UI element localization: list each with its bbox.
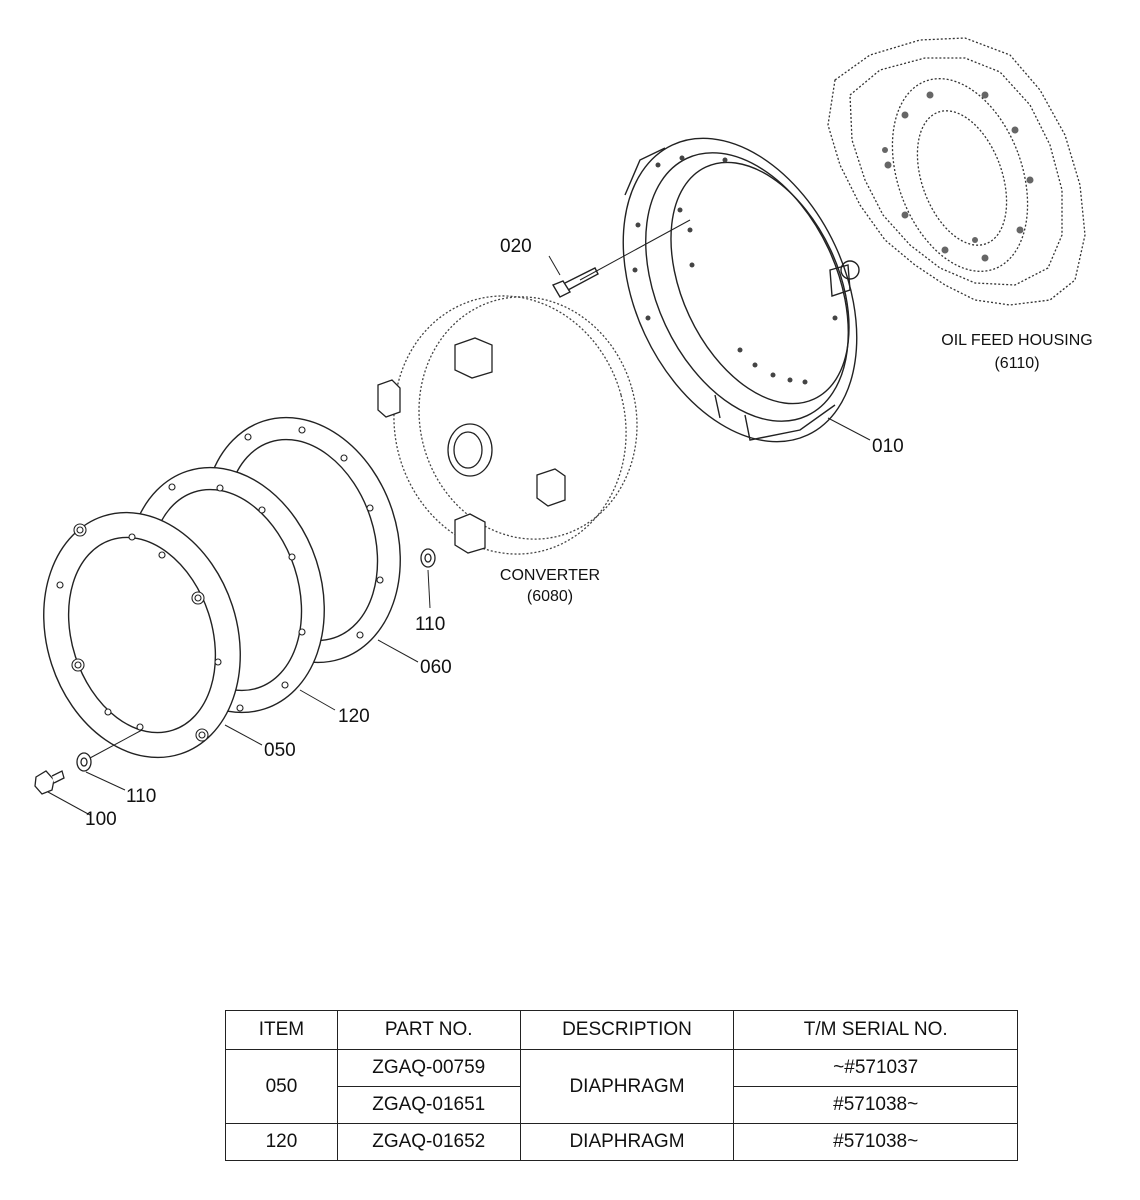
label-120: 120 [338, 706, 370, 727]
table-header-row: ITEM PART NO. DESCRIPTION T/M SERIAL NO. [225, 1010, 1018, 1050]
bolt-020-axis-line [579, 219, 691, 281]
col-serial-no: T/M SERIAL NO. [733, 1010, 1018, 1050]
parts-table: ITEM PART NO. DESCRIPTION T/M SERIAL NO.… [225, 1010, 1018, 1161]
label-100: 100 [85, 809, 117, 830]
oil-feed-housing [827, 37, 1086, 306]
exploded-parts-diagram: 020 010 110 060 120 050 110 100 OIL FEED… [34, 37, 1093, 830]
col-description: DESCRIPTION [519, 1010, 735, 1050]
leader-lines [47, 255, 871, 816]
diaphragm-050-holes [56, 523, 222, 742]
cell-part-no: ZGAQ-01652 [336, 1123, 521, 1161]
col-item: ITEM [225, 1010, 338, 1050]
cell-item: 120 [225, 1123, 338, 1161]
table-row: ZGAQ-01651 #571038~ [226, 1086, 1018, 1124]
oil-feed-housing-code: (6110) [994, 355, 1039, 372]
cell-item: 050 [225, 1049, 338, 1124]
cell-description: DIAPHRAGM [519, 1123, 735, 1161]
table-row: 050 ZGAQ-00759 DIAPHRAGM ~#571037 [225, 1049, 1018, 1124]
converter-caption: CONVERTER [500, 567, 600, 584]
cell-description: DIAPHRAGM [519, 1049, 735, 1124]
col-part-no: PART NO. [336, 1010, 521, 1050]
housing-ring-bolt-holes [632, 155, 838, 385]
converter-code: (6080) [527, 588, 573, 605]
converter-lugs [377, 337, 566, 554]
label-060: 060 [420, 657, 452, 678]
table-row: 120 ZGAQ-01652 DIAPHRAGM #571038~ [225, 1123, 1018, 1161]
oil-feed-housing-bolt-holes [882, 91, 1034, 262]
diaphragm-050 [43, 511, 241, 759]
bolt-100 [34, 770, 65, 795]
label-050: 050 [264, 740, 296, 761]
cell-serial: #571038~ [733, 1086, 1018, 1124]
cell-part-no: ZGAQ-00759 [336, 1049, 521, 1087]
cell-part-no: ZGAQ-01651 [336, 1086, 521, 1124]
housing-ring-010 [622, 137, 860, 443]
cell-serial: ~#571037 [733, 1049, 1018, 1087]
oil-feed-housing-caption: OIL FEED HOUSING [941, 332, 1092, 349]
bolt-020 [551, 267, 599, 298]
label-110-upper: 110 [415, 614, 445, 635]
label-110-lower: 110 [126, 786, 156, 807]
converter-hub [447, 423, 493, 477]
label-020: 020 [500, 236, 532, 257]
cell-serial: #571038~ [733, 1123, 1018, 1161]
washer-110-upper [420, 548, 436, 568]
torque-converter [393, 295, 638, 555]
washer-110-lower [76, 752, 92, 772]
label-010: 010 [872, 436, 904, 457]
